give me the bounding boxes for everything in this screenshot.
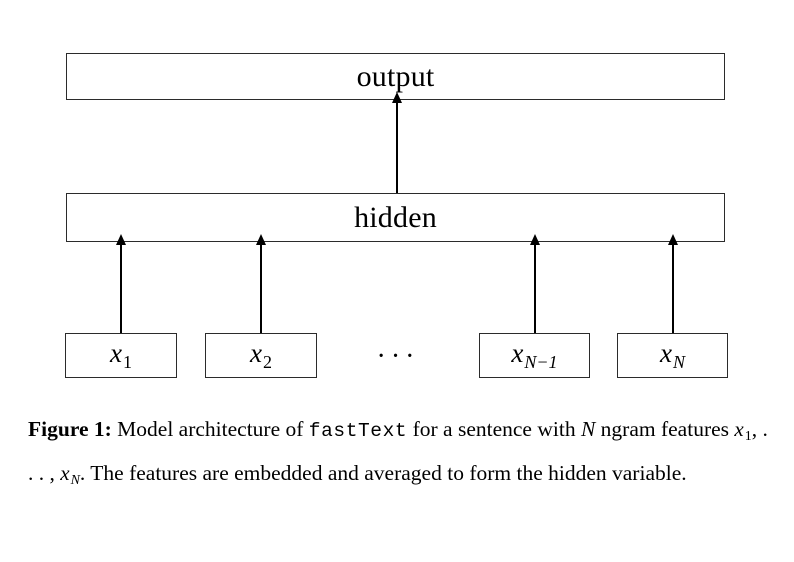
caption-part-4: , . . . ,	[28, 417, 768, 485]
caption-var-n: N	[580, 417, 596, 441]
arrow-input-4-to-hidden-icon	[672, 243, 674, 333]
node-input-xn-minus-1-label: xN−1	[511, 338, 558, 372]
node-output-label: output	[356, 59, 435, 93]
caption-part-1: Model architecture of	[111, 417, 309, 441]
arrow-input-3-to-hidden-icon	[534, 243, 536, 333]
caption-part-2: for a sentence with	[407, 417, 581, 441]
node-input-x1-label: x1	[110, 338, 132, 372]
node-input-x1: x1	[65, 333, 177, 378]
input-ellipsis: ···	[376, 341, 420, 372]
node-hidden-label: hidden	[354, 200, 437, 234]
caption-var-xn: xN	[60, 460, 80, 488]
node-input-xn: xN	[617, 333, 728, 378]
caption-label: Figure 1:	[28, 417, 112, 441]
caption-part-3: ngram features	[595, 417, 735, 441]
arrow-input-2-to-hidden-icon	[260, 243, 262, 333]
caption-var-x1: x1	[734, 417, 752, 444]
node-input-xn-minus-1: xN−1	[479, 333, 590, 378]
node-hidden: hidden	[66, 193, 725, 242]
arrow-hidden-to-output-icon	[396, 101, 398, 193]
caption-part-5: . The features are embedded and averaged…	[79, 460, 687, 485]
arrow-input-1-to-hidden-icon	[120, 243, 122, 333]
node-input-xn-label: xN	[660, 338, 685, 372]
node-input-x2: x2	[205, 333, 317, 378]
node-input-x2-label: x2	[250, 338, 272, 372]
caption-mono-term: fastText	[308, 420, 408, 442]
figure-caption: Figure 1: Model architecture of fastText…	[28, 411, 776, 499]
